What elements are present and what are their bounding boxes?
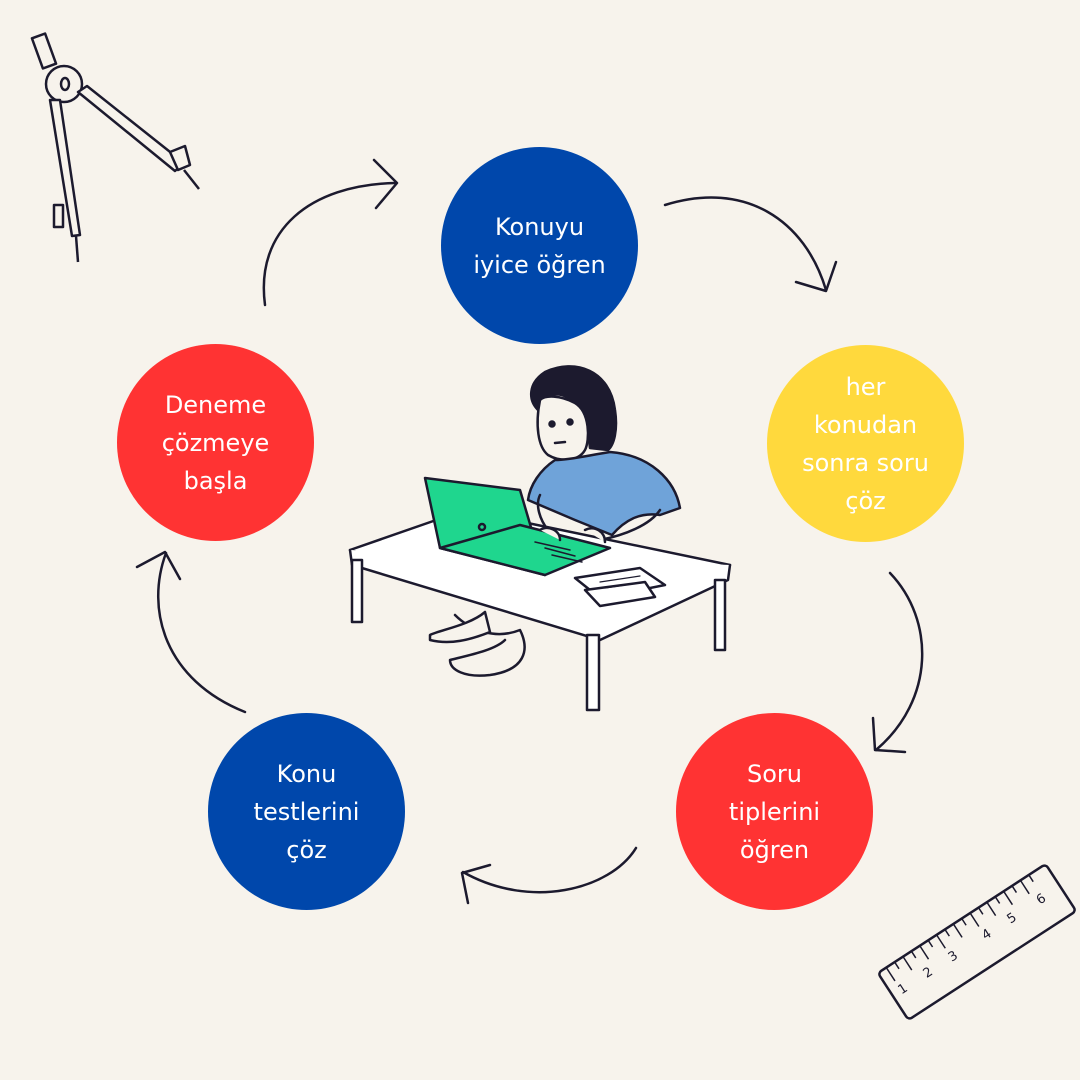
cycle-step-label: Konuyu iyice öğren [473, 208, 605, 284]
cycle-step-solve-after-each: her konudan sonra soru çöz [767, 345, 964, 542]
cycle-arrow-to-solve-after-each [665, 198, 836, 291]
cycle-step-solve-topic-tests: Konu testlerini çöz [208, 713, 405, 910]
cycle-step-learn-topic: Konuyu iyice öğren [441, 147, 638, 344]
cycle-step-start-mock-exams: Deneme çözmeye başla [117, 344, 314, 541]
compass-icon [32, 34, 199, 262]
cycle-step-label: Soru tiplerini öğren [729, 755, 820, 869]
cycle-arrow-to-learn-topic [264, 160, 397, 305]
cycle-arrow-to-solve-topic-tests [462, 848, 636, 903]
cycle-step-learn-question-types: Soru tiplerini öğren [676, 713, 873, 910]
cycle-step-label: Konu testlerini çöz [254, 755, 360, 869]
student-at-laptop-illustration [350, 366, 730, 710]
cycle-step-label: her konudan sonra soru çöz [802, 368, 929, 520]
cycle-step-label: Deneme çözmeye başla [162, 386, 270, 500]
cycle-arrow-to-learn-question-types [873, 573, 922, 752]
ruler-icon: 1 2 3 4 5 6 [878, 864, 1076, 1020]
cycle-arrow-to-start-mock-exams [137, 552, 245, 712]
